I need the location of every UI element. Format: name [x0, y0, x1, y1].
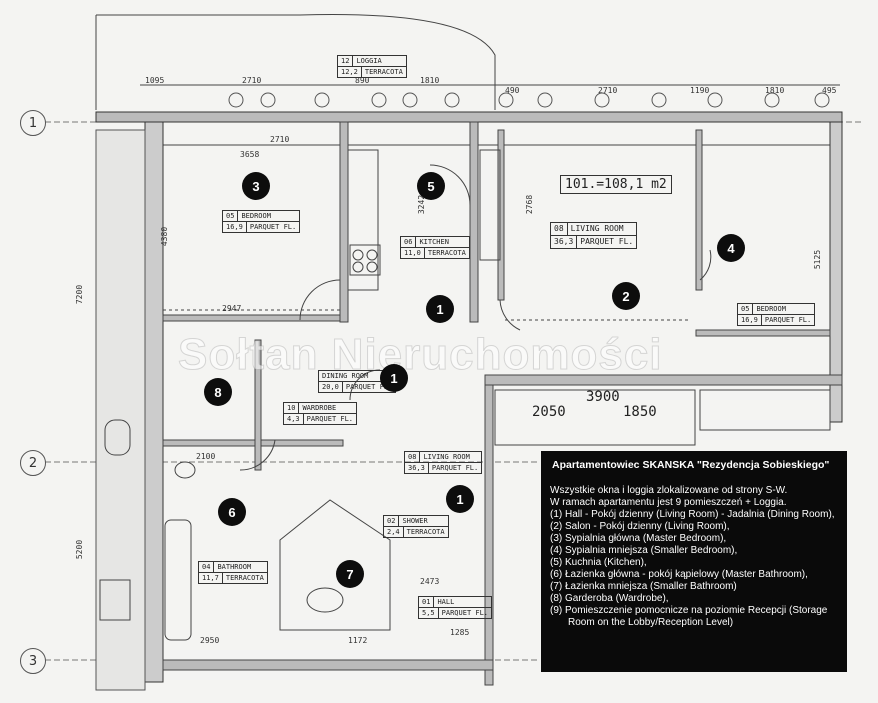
dimension-label: 2100: [196, 452, 216, 461]
legend-panel: Apartamentowiec SKANSKA "Rezydencja Sobi…: [541, 451, 847, 672]
dimension-label: 2947: [222, 304, 242, 313]
legend-item: (5) Kuchnia (Kitchen),: [550, 557, 647, 568]
legend-item: (6) Łazienka główna - pokój kąpielowy (M…: [550, 569, 808, 580]
legend-intro: Wszystkie okna i loggia zlokalizowane od…: [550, 485, 788, 496]
dimension-label: 3900: [586, 389, 620, 405]
grid-axis-label: 2: [20, 450, 46, 476]
legend-item: (2) Salon - Pokój dzienny (Living Room),: [550, 521, 730, 532]
dimension-label: 1190: [690, 86, 710, 95]
dimension-label: 2710: [598, 86, 618, 95]
watermark: Sołtan Nieruchomości: [178, 330, 663, 380]
dimension-label: 2710: [242, 76, 262, 85]
room-marker: 6: [218, 498, 246, 526]
dimension-label: 1810: [765, 86, 785, 95]
dimension-label: 5200: [75, 539, 85, 560]
dimension-label: 7200: [75, 284, 85, 305]
apartment-area-label: 101.=108,1 m2: [560, 175, 672, 194]
legend-item: (1) Hall - Pokój dzienny (Living Room) -…: [550, 509, 835, 520]
room-marker: 7: [336, 560, 364, 588]
legend-item: (3) Sypialnia główna (Master Bedroom),: [550, 533, 727, 544]
room-marker: 5: [417, 172, 445, 200]
room-marker: 2: [612, 282, 640, 310]
dimension-label: 1095: [145, 76, 165, 85]
room-marker: 8: [204, 378, 232, 406]
dimension-label: 490: [505, 86, 520, 95]
dimension-label: 1285: [450, 628, 470, 637]
dimension-label: 3658: [240, 150, 260, 159]
dimension-label: 1172: [348, 636, 368, 645]
dimension-label: 5125: [813, 249, 823, 270]
legend-item: (8) Garderoba (Wardrobe),: [550, 593, 669, 604]
dimension-label: 495: [822, 86, 837, 95]
room-marker: 1: [426, 295, 454, 323]
dimension-label: 1810: [420, 76, 440, 85]
dimension-label: 2473: [420, 577, 440, 586]
grid-axis-label: 1: [20, 110, 46, 136]
dimension-label: 2050: [532, 404, 566, 420]
room-marker: 3: [242, 172, 270, 200]
legend-title: Apartamentowiec SKANSKA "Rezydencja Sobi…: [552, 459, 830, 471]
dimension-label: 1850: [623, 404, 657, 420]
room-marker: 1: [380, 364, 408, 392]
room-marker: 1: [446, 485, 474, 513]
grid-axis-label: 3: [20, 648, 46, 674]
room-marker: 4: [717, 234, 745, 262]
legend-intro: W ramach apartamentu jest 9 pomieszczeń …: [550, 497, 787, 508]
legend-item: (4) Sypialnia mniejsza (Smaller Bedroom)…: [550, 545, 738, 556]
dimension-label: 890: [355, 76, 370, 85]
dimension-label: 2768: [525, 194, 535, 215]
dimension-label: 4380: [160, 226, 170, 247]
dimension-label: 2710: [270, 135, 290, 144]
legend-item: (9) Pomieszczenie pomocnicze na poziomie…: [550, 605, 828, 628]
legend-item: (7) Łazienka mniejsza (Smaller Bathroom): [550, 581, 737, 592]
dimension-label: 2950: [200, 636, 220, 645]
